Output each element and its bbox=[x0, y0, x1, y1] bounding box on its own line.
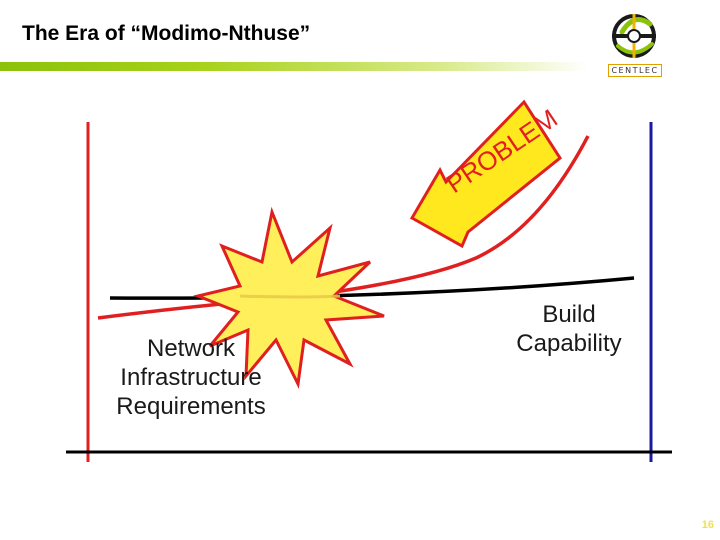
capability-curve bbox=[109, 276, 635, 300]
requirements-curve bbox=[97, 135, 590, 320]
network-label-line-2: Infrastructure bbox=[120, 364, 262, 391]
network-label-line-1: Network bbox=[146, 335, 236, 362]
page-number: 16 bbox=[701, 519, 714, 531]
network-requirements-label: Network Infrastructure Requirements bbox=[96, 334, 286, 421]
network-label-line-3: Requirements bbox=[116, 393, 266, 420]
logo-wordmark: CENTLEC bbox=[608, 64, 662, 77]
page-title: The Era of “Modimo-Nthuse” bbox=[22, 22, 311, 45]
build-capability-label: Build Capability bbox=[494, 300, 644, 358]
build-label-line-1: Build bbox=[542, 301, 596, 328]
problem-arrow-icon bbox=[409, 99, 562, 249]
capability-curve-overlap bbox=[239, 294, 341, 299]
centlec-logo-icon bbox=[612, 14, 656, 58]
title-underline-bar bbox=[0, 62, 588, 71]
build-label-line-2: Capability bbox=[516, 330, 622, 357]
